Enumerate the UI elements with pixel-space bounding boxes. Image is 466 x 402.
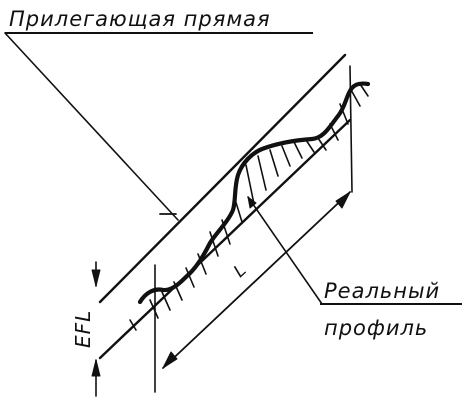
adjacent-line — [98, 53, 347, 304]
profile-hatching — [129, 83, 369, 331]
real-profile-leader-arrow — [247, 196, 257, 209]
real-profile-curve — [137, 81, 371, 305]
efl-arrow-top — [91, 269, 101, 287]
efl-label: EFL — [71, 310, 95, 348]
l-arrow-end — [335, 191, 351, 209]
real-profile-label-line2: профиль — [324, 316, 428, 340]
real-profile-leader — [247, 196, 323, 305]
efl-arrow-bottom — [91, 359, 101, 377]
lower-parallel-line — [98, 118, 352, 360]
real-profile-label-line1: Реальный — [324, 279, 440, 303]
l-arrow-start — [162, 351, 178, 369]
l-dimension-line — [162, 191, 351, 369]
adjacent-line-label: Прилегающая прямая — [9, 7, 271, 31]
top-label-leader — [4, 32, 179, 221]
length-label: L — [230, 260, 251, 282]
l-extension-right — [349, 65, 353, 193]
